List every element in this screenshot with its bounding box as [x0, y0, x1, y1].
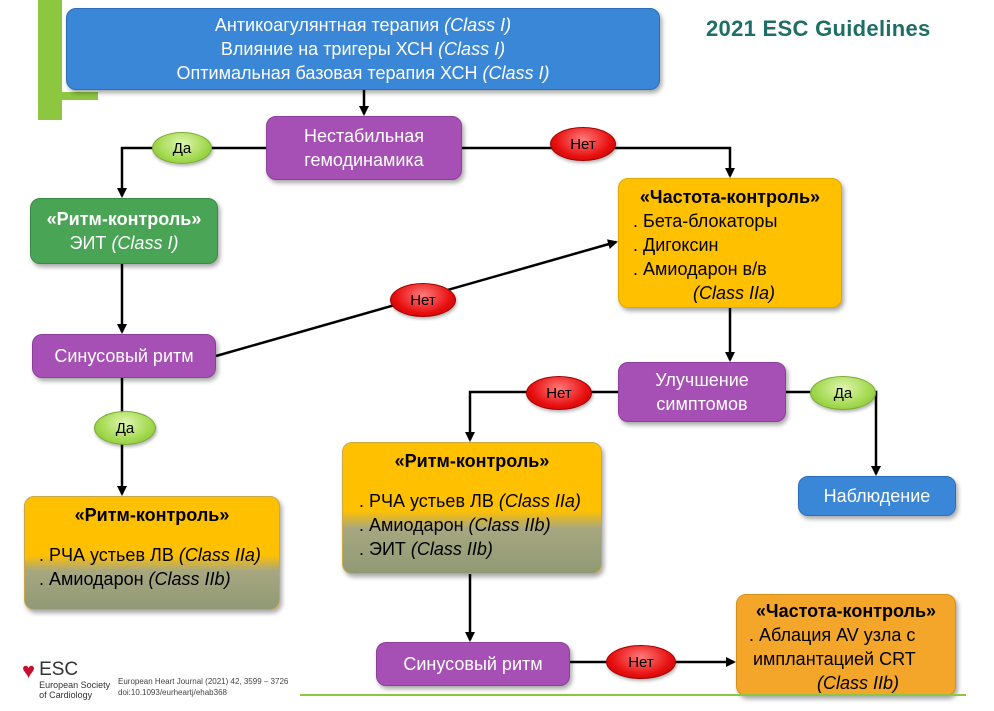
decision-yes-unstable: Да — [152, 132, 212, 164]
bottom-divider — [300, 694, 966, 696]
rate-control-drugs-box: «Частота-контроль» . Бета-блокаторы . Ди… — [618, 178, 842, 308]
decision-no-sinus-1: Нет — [390, 283, 456, 317]
journal-citation: European Heart Journal (2021) 42, 3599 –… — [118, 677, 289, 697]
heart-icon: ♥ — [22, 658, 36, 683]
guidelines-title: 2021 ESC Guidelines — [706, 16, 931, 41]
unstable-hemodynamics-box: Нестабильная гемодинамика — [266, 116, 462, 180]
decision-no-sinus-2: Нет — [606, 645, 676, 679]
therapy-line-3: Оптимальная базовая терапия ХСН (Class I… — [176, 63, 550, 83]
decision-no-unstable: Нет — [550, 127, 616, 161]
decision-yes-improvement: Да — [810, 376, 876, 410]
decision-yes-sinus-1: Да — [94, 411, 156, 445]
sinus-rhythm-box-1: Синусовый ритм — [32, 334, 216, 378]
rate-control-ablation-box: «Частота-контроль» . Аблация AV узла с и… — [736, 594, 956, 696]
decor-bar-horizontal — [38, 92, 98, 100]
symptom-improvement-box: Улучшение симптомов — [618, 362, 786, 422]
observation-box: Наблюдение — [798, 476, 956, 516]
rhythm-control-options-box: «Ритм-контроль» . РЧА устьев ЛВ (Class I… — [342, 442, 602, 574]
esc-logo: ♥ ESC European Society of Cardiology — [22, 658, 111, 701]
initial-therapy-box: Антикоагулянтная терапия (Class I) Влиян… — [66, 8, 660, 90]
decision-no-improvement: Нет — [526, 376, 592, 410]
decor-bar-vertical — [38, 0, 62, 120]
therapy-line-1: Антикоагулянтная терапия (Class I) — [214, 15, 512, 35]
rhythm-control-eit-box: «Ритм-контроль» ЭИТ (Class I) — [30, 198, 218, 264]
arrow-unstable-to-rhythm1 — [117, 146, 266, 198]
therapy-line-2: Влияние на тригеры ХСН (Class I) — [220, 39, 506, 59]
sinus-rhythm-box-2: Синусовый ритм — [376, 642, 570, 686]
rhythm-control-ablation-box: «Ритм-контроль» . РЧА устьев ЛВ (Class I… — [24, 496, 280, 610]
